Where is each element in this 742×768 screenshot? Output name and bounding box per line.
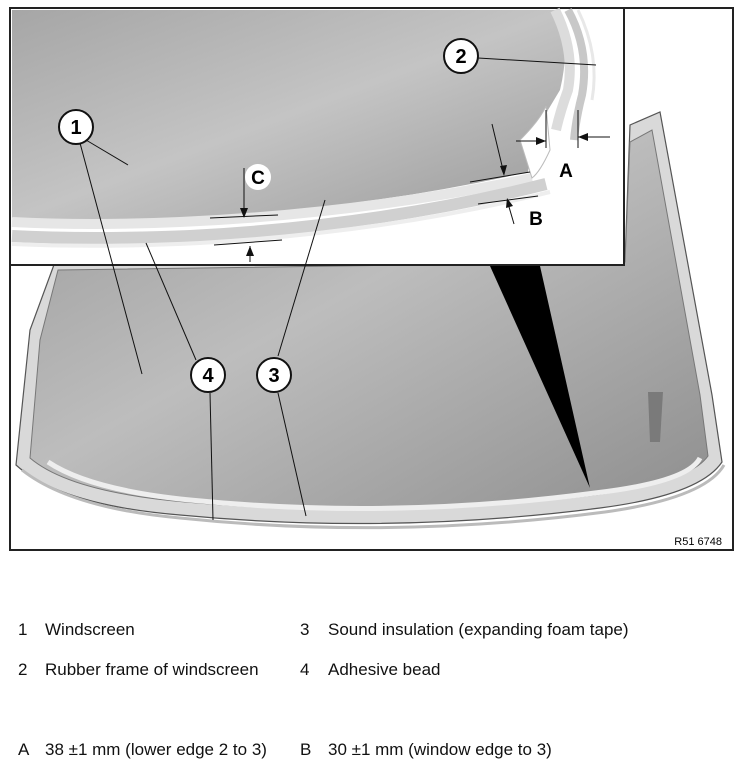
svg-text:4: 4 bbox=[202, 365, 214, 387]
windscreen-diagram: 1 2 3 4 A B C R51 6748 bbox=[9, 7, 734, 551]
legend-key: A bbox=[18, 740, 30, 759]
legend-text: Sound insulation (expanding foam tape) bbox=[328, 620, 629, 639]
windscreen-main bbox=[15, 111, 726, 530]
legend-key: 1 bbox=[18, 620, 28, 639]
legend-text: Rubber frame of windscreen bbox=[45, 660, 259, 679]
legend-key: 2 bbox=[18, 660, 28, 679]
callout-1: 1 bbox=[58, 109, 94, 145]
legend-key: 3 bbox=[300, 620, 310, 639]
svg-text:3: 3 bbox=[268, 365, 279, 387]
figure-reference-code: R51 6748 bbox=[674, 536, 722, 548]
dimension-label-a: A bbox=[559, 161, 573, 182]
svg-text:1: 1 bbox=[70, 117, 81, 139]
detail-inset bbox=[9, 7, 625, 266]
dimension-label-c: C bbox=[245, 164, 271, 190]
legend-key: 4 bbox=[300, 660, 310, 679]
detail-pointer-wedge bbox=[490, 266, 590, 488]
callout-3: 3 bbox=[256, 357, 292, 393]
legend-text: 30 ±1 mm (window edge to 3) bbox=[328, 740, 552, 759]
legend-text: 38 ±1 mm (lower edge 2 to 3) bbox=[45, 740, 267, 759]
leader-lines bbox=[79, 57, 597, 521]
legend-key: B bbox=[300, 740, 312, 759]
svg-text:2: 2 bbox=[455, 46, 466, 68]
legend-text: Adhesive bead bbox=[328, 660, 441, 679]
callout-2: 2 bbox=[443, 38, 479, 74]
svg-text:C: C bbox=[251, 168, 265, 189]
legend-text: Windscreen bbox=[45, 620, 135, 639]
dimension-label-b: B bbox=[529, 209, 543, 230]
callout-4: 4 bbox=[190, 357, 226, 393]
